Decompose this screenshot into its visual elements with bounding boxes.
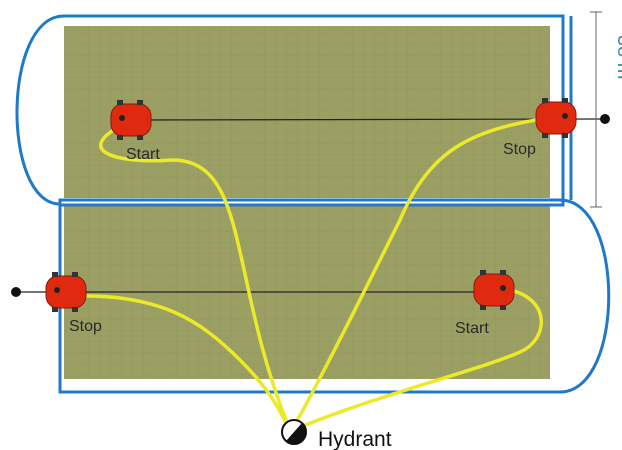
machine-upper-start: [110, 100, 152, 140]
upper-cable: [127, 118, 605, 121]
start-label-upper: Start: [126, 146, 160, 163]
hose-lower-start: [292, 288, 543, 432]
dimension-marker: 38 m: [590, 11, 622, 208]
stop-label-upper: Stop: [503, 141, 536, 158]
start-label-lower: Start: [455, 320, 489, 337]
anchor-point-icon: [600, 114, 610, 124]
hydrant-icon: [281, 419, 307, 445]
hydrant-label: Hydrant: [318, 428, 392, 450]
machine-lower-stop: [45, 272, 87, 312]
stop-label-lower: Stop: [69, 318, 102, 335]
hose-upper-start: [99, 122, 292, 431]
hose-lower-stop: [74, 294, 291, 431]
machine-upper-stop: [535, 98, 577, 138]
hose-upper-stop: [290, 116, 549, 431]
lower-boundary: [58, 198, 611, 394]
spacing-label: 38 m: [613, 35, 622, 79]
machine-lower-start: [473, 270, 515, 310]
anchor-point-icon: [11, 287, 21, 297]
